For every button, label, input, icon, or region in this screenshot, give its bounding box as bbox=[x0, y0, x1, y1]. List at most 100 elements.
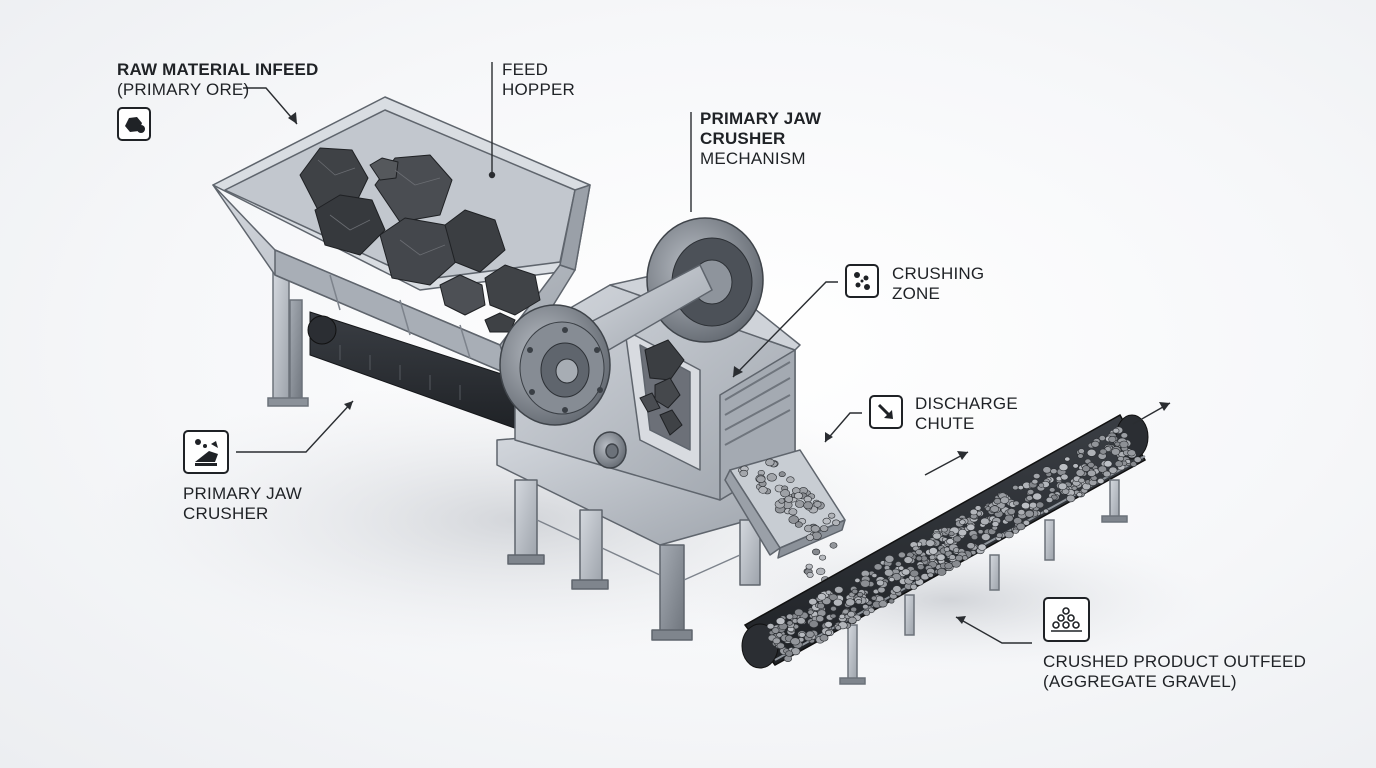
gravel-pebble bbox=[811, 548, 821, 556]
gravel-pebble bbox=[1057, 482, 1068, 490]
ore-rock-icon bbox=[117, 107, 151, 141]
label-crushing-zone-line2: ZONE bbox=[892, 284, 941, 303]
gravel-pebble bbox=[1102, 470, 1111, 478]
gravel-pebble bbox=[1078, 477, 1085, 484]
gravel-pebble bbox=[915, 555, 923, 562]
gravel-pebble bbox=[765, 458, 775, 467]
gravel-pebble bbox=[1078, 448, 1085, 454]
label-discharge-chute-line1: DISCHARGE bbox=[915, 394, 1018, 413]
label-jaw-mechanism-line1: PRIMARY JAW bbox=[700, 109, 822, 128]
gravel-pebble bbox=[794, 521, 803, 528]
gravel-pebble bbox=[834, 586, 844, 594]
gravel-pebble bbox=[959, 519, 966, 525]
label-crushed-product-outfeed: CRUSHED PRODUCT OUTFEED (AGGREGATE GRAVE… bbox=[1043, 652, 1306, 692]
belt-gravel bbox=[766, 426, 1142, 662]
gravel-pebble bbox=[832, 519, 840, 526]
gravel-pebble bbox=[914, 575, 921, 581]
gravel-pebble bbox=[819, 554, 827, 561]
gravel-pebble bbox=[784, 495, 794, 503]
gravel-pebble bbox=[825, 629, 833, 636]
gravel-pebble bbox=[813, 500, 822, 508]
gravel-pebble bbox=[1133, 456, 1142, 463]
gravel-pebble bbox=[794, 608, 804, 616]
gravel-pebble bbox=[766, 623, 775, 630]
gravel-pebble bbox=[970, 534, 979, 540]
gravel-pebble bbox=[835, 625, 842, 631]
gravel-pebble bbox=[833, 598, 843, 607]
gravel-pebble bbox=[1045, 496, 1054, 503]
gravel-pebble bbox=[1032, 473, 1041, 480]
label-raw-material-infeed: RAW MATERIAL INFEED (PRIMARY ORE) bbox=[117, 60, 319, 100]
gravel-pebble bbox=[1086, 448, 1097, 457]
gravel-pebble bbox=[888, 598, 895, 604]
gravel-pebble bbox=[772, 637, 781, 645]
gravel-pebble bbox=[966, 523, 976, 531]
gravel-pebble bbox=[806, 572, 814, 578]
gravel-pebble bbox=[1050, 468, 1058, 475]
gravel-pebble bbox=[929, 554, 936, 561]
gravel-pebble bbox=[856, 592, 864, 598]
gravel-pile-icon bbox=[1043, 597, 1090, 642]
gravel-pebble bbox=[1038, 482, 1045, 488]
gravel-pebble bbox=[1097, 465, 1107, 473]
gravel-pebble bbox=[1114, 460, 1123, 468]
particles-icon bbox=[845, 264, 879, 298]
gravel-pebble bbox=[957, 528, 967, 537]
label-crushed-product-line2: (AGGREGATE GRAVEL) bbox=[1043, 672, 1237, 691]
gravel-pebble bbox=[1091, 440, 1100, 448]
gravel-pebble bbox=[925, 539, 935, 547]
gravel-pebble bbox=[1060, 473, 1069, 481]
gravel-pebble bbox=[786, 476, 795, 484]
gravel-pebble bbox=[871, 573, 878, 578]
gravel-pebble bbox=[909, 569, 920, 578]
gravel-pebble bbox=[819, 525, 829, 532]
gravel-pebble bbox=[807, 609, 814, 615]
gravel-pebble bbox=[1022, 519, 1030, 526]
gravel-pebble bbox=[1108, 466, 1118, 474]
gravel-pebble bbox=[1108, 435, 1117, 443]
gravel-pebble bbox=[915, 549, 923, 556]
gravel-pebble bbox=[819, 634, 829, 642]
gravel-pebble bbox=[1103, 460, 1113, 468]
gravel-pebble bbox=[1130, 461, 1137, 467]
gravel-pebble bbox=[1013, 500, 1020, 506]
gravel-pebble bbox=[822, 517, 831, 525]
gravel-pebble bbox=[974, 505, 982, 511]
gravel-pebble bbox=[1004, 514, 1014, 522]
gravel-pebble bbox=[739, 469, 749, 477]
gravel-pebble bbox=[948, 554, 956, 561]
gravel-pebble bbox=[936, 553, 946, 561]
gravel-pebble bbox=[1012, 485, 1019, 491]
gravel-pebble bbox=[1119, 440, 1129, 449]
gravel-pebble bbox=[981, 533, 991, 541]
gravel-pebble bbox=[877, 586, 886, 594]
gravel-pebble bbox=[808, 620, 819, 628]
gravel-pebble bbox=[845, 598, 856, 607]
label-discharge-chute-line2: CHUTE bbox=[915, 414, 975, 433]
gravel-pebble bbox=[817, 593, 827, 601]
gravel-pebble bbox=[1058, 463, 1069, 472]
gravel-pebble bbox=[1071, 485, 1078, 491]
gravel-pebble bbox=[892, 585, 902, 593]
gravel-pebble bbox=[895, 561, 902, 567]
gravel-pebble bbox=[1096, 477, 1105, 484]
gravel-pebble bbox=[952, 535, 962, 543]
gravel-pebble bbox=[936, 568, 947, 576]
crusher-icon bbox=[183, 430, 229, 474]
label-primary-jaw-line2: CRUSHER bbox=[183, 504, 269, 523]
gravel-pebble bbox=[798, 631, 806, 638]
gravel-pebble bbox=[778, 471, 786, 478]
label-primary-jaw-mechanism: PRIMARY JAW CRUSHER MECHANISM bbox=[700, 109, 821, 169]
gravel-pebble bbox=[796, 617, 806, 625]
label-raw-material-line2: (PRIMARY ORE) bbox=[117, 80, 250, 99]
gravel-pebble bbox=[980, 517, 990, 526]
ore-rocks bbox=[299, 147, 541, 333]
gravel-pebble bbox=[1077, 453, 1084, 459]
gravel-pebble bbox=[862, 604, 869, 610]
gravel-pebble bbox=[876, 579, 885, 586]
gravel-pebble bbox=[878, 600, 888, 608]
gravel-pebble bbox=[1111, 448, 1121, 456]
gravel-pebble bbox=[927, 572, 934, 578]
gravel-pebble bbox=[948, 531, 955, 537]
